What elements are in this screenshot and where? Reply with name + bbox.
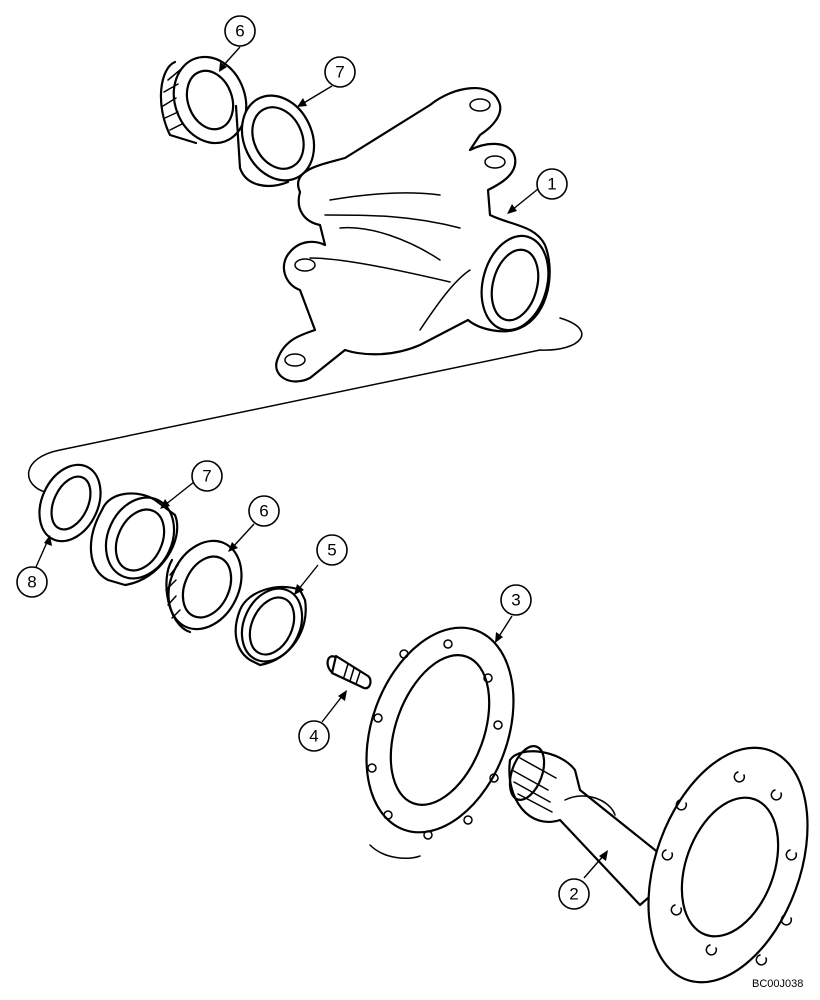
callout-3: 3 <box>495 584 532 643</box>
wheel-stud <box>326 654 372 690</box>
callout-label-6-lower: 6 <box>259 502 268 521</box>
callout-label-7-upper: 7 <box>335 63 344 82</box>
callout-label-8: 8 <box>27 573 36 592</box>
callout-6-lower: 6 <box>228 495 280 552</box>
bearing-cup-upper <box>234 94 316 187</box>
tapered-roller-bearing-lower <box>165 539 243 634</box>
callout-label-4: 4 <box>309 727 318 746</box>
assembly-path-line <box>28 317 583 493</box>
callout-2: 2 <box>558 850 608 910</box>
wheel-hub-housing <box>275 87 551 383</box>
axle-shaft <box>508 745 809 984</box>
tapered-roller-bearing-upper <box>159 55 248 145</box>
oil-seal <box>234 585 307 667</box>
bearing-cup-lower <box>89 492 179 587</box>
callout-4: 4 <box>298 690 347 752</box>
callout-8: 8 <box>16 535 52 598</box>
brake-flange-plate <box>365 626 515 859</box>
callout-label-5: 5 <box>327 541 336 560</box>
callout-7-upper: 7 <box>297 56 356 107</box>
callout-label-2: 2 <box>569 885 578 904</box>
callout-6-upper: 6 <box>219 15 256 72</box>
thrust-washer <box>38 463 102 543</box>
drawing-code: BC00J038 <box>752 978 803 990</box>
callout-7-lower: 7 <box>160 460 223 509</box>
callout-label-1: 1 <box>547 175 556 194</box>
callout-5: 5 <box>294 534 348 595</box>
callout-label-7-lower: 7 <box>202 467 211 486</box>
callout-1: 1 <box>507 168 568 214</box>
callout-label-3: 3 <box>511 591 520 610</box>
callout-label-6-upper: 6 <box>235 22 244 41</box>
